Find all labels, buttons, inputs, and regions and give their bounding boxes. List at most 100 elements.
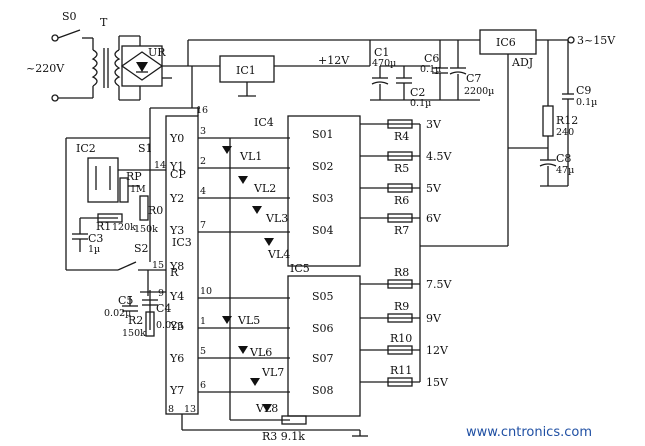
label-vl3: VL3 xyxy=(265,212,288,225)
label-ic1: IC1 xyxy=(236,64,256,77)
pin-3: 3 xyxy=(200,126,206,137)
label-vl4: VL4 xyxy=(267,248,290,261)
label-c6v: 0.1µ xyxy=(420,64,441,75)
ic5-box xyxy=(287,275,361,417)
label-s06: S06 xyxy=(312,322,334,335)
label-c5v: 0.02µ xyxy=(104,308,131,319)
label-s1: S1 xyxy=(138,142,153,155)
label-vl5: VL5 xyxy=(237,314,260,327)
label-c4: C4 xyxy=(156,302,171,315)
watermark: www.cntronics.com xyxy=(466,425,592,440)
label-v6: 6V xyxy=(426,212,442,225)
label-v3: 3V xyxy=(426,118,442,131)
label-r2: R2 xyxy=(128,314,143,327)
label-y8: Y8 xyxy=(169,260,184,273)
label-r1v: 120k xyxy=(112,222,136,233)
label-r11: R11 xyxy=(390,364,412,377)
resistor-ladder xyxy=(360,119,509,387)
label-s01: S01 xyxy=(312,128,334,141)
label-y6: Y6 xyxy=(169,352,184,365)
label-r0: R0 xyxy=(148,204,163,217)
label-y2: Y2 xyxy=(169,192,184,205)
label-r3: R3 9.1k xyxy=(262,430,305,443)
label-y1: Y1 xyxy=(169,160,184,173)
label-ic6: IC6 xyxy=(496,36,516,49)
label-r1: R1 xyxy=(96,220,111,233)
label-ic4: IC4 xyxy=(254,116,274,129)
label-r: R xyxy=(170,266,179,279)
label-v9: 9V xyxy=(426,312,442,325)
capacitor-bank xyxy=(370,40,480,101)
pin-5: 5 xyxy=(200,346,206,357)
label-r0v: 150k xyxy=(134,224,158,235)
label-c4v: 0.02µ xyxy=(156,320,183,331)
led-symbols xyxy=(222,146,274,412)
label-ic2: IC2 xyxy=(76,142,96,155)
label-s07: S07 xyxy=(312,352,334,365)
label-s0: S0 xyxy=(62,10,77,23)
label-rpv: 1M xyxy=(130,184,146,195)
pin-16: 16 xyxy=(196,105,208,116)
pin-10: 10 xyxy=(200,286,212,297)
label-ur: UR xyxy=(148,46,166,59)
transformer xyxy=(91,35,140,101)
label-c5: C5 xyxy=(118,294,133,307)
label-c3v: 1µ xyxy=(88,244,100,255)
label-s02: S02 xyxy=(312,160,334,173)
bridge-rectifier xyxy=(120,36,220,100)
label-s2: S2 xyxy=(134,242,149,255)
label-r5: R5 xyxy=(394,162,409,175)
label-cp: CP xyxy=(170,168,186,181)
label-c1: C1 xyxy=(374,46,389,59)
pin-4: 4 xyxy=(200,186,206,197)
pin-14: 14 xyxy=(154,160,166,171)
label-r6: R6 xyxy=(394,194,409,207)
label-vl8: VL8 xyxy=(255,402,278,415)
label-y4: Y4 xyxy=(169,290,184,303)
label-rp: RP xyxy=(126,170,142,183)
label-s05: S05 xyxy=(312,290,334,303)
label-c8: C8 xyxy=(556,152,571,165)
pin-9: 9 xyxy=(158,288,164,299)
label-r8: R8 xyxy=(394,266,409,279)
label-vl7: VL7 xyxy=(261,366,284,379)
label-y3: Y3 xyxy=(169,224,184,237)
label-mains: ~220V xyxy=(26,62,65,75)
label-v12b: 12V xyxy=(426,344,449,357)
label-c2v: 0.1µ xyxy=(410,98,431,109)
label-vl2: VL2 xyxy=(253,182,276,195)
pin-1: 1 xyxy=(200,316,206,327)
label-c8v: 47µ xyxy=(556,165,574,176)
label-r10: R10 xyxy=(390,332,412,345)
label-c3: C3 xyxy=(88,232,103,245)
ic4-box xyxy=(287,115,361,267)
label-s08: S08 xyxy=(312,384,334,397)
label-y0: Y0 xyxy=(169,132,184,145)
label-ic3: IC3 xyxy=(172,236,192,249)
label-r12: R12 xyxy=(556,114,578,127)
label-r2v: 150k xyxy=(122,328,146,339)
output-lines xyxy=(198,137,307,425)
label-v45: 4.5V xyxy=(426,150,452,163)
label-adj: ADJ xyxy=(511,56,533,69)
r12-body xyxy=(542,105,554,137)
label-y7: Y7 xyxy=(169,384,184,397)
label-vl1: VL1 xyxy=(239,150,262,163)
label-c9v: 0.1µ xyxy=(576,97,597,108)
labels: S0 T ~220V UR IC1 +12V C1 470µ C2 0.1µ C… xyxy=(26,10,616,443)
label-c1v: 470µ xyxy=(372,58,396,69)
pin-15: 15 xyxy=(152,260,164,271)
label-v75: 7.5V xyxy=(426,278,452,291)
label-c7: C7 xyxy=(466,72,481,85)
label-c6: C6 xyxy=(424,52,439,65)
label-v15: 15V xyxy=(426,376,449,389)
label-s03: S03 xyxy=(312,192,334,205)
label-v12: +12V xyxy=(318,54,350,67)
label-s04: S04 xyxy=(312,224,334,237)
pin-13: 13 xyxy=(184,404,196,415)
ic2-timer xyxy=(65,137,166,270)
label-r7: R7 xyxy=(394,224,409,237)
output-terminal xyxy=(567,36,575,44)
label-r4: R4 xyxy=(394,130,409,143)
label-c9: C9 xyxy=(576,84,591,97)
